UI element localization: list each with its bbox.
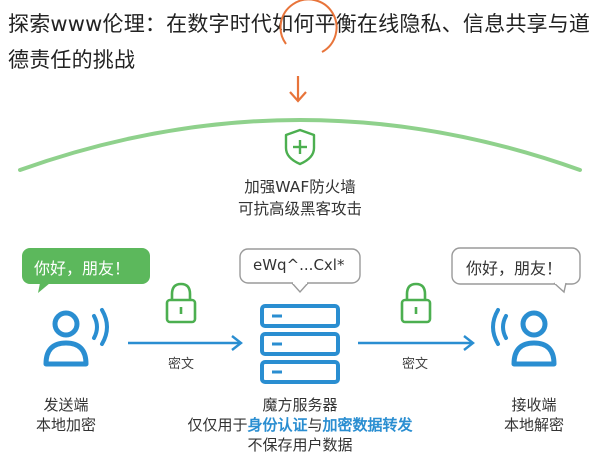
server-bubble: [239, 248, 361, 294]
sender-name: 发送端: [43, 396, 89, 414]
left-arrow: [128, 335, 243, 351]
sender-role: 本地加密: [35, 416, 96, 434]
left-arrow-label: 密文: [168, 357, 195, 372]
lock-icon: [400, 282, 432, 324]
receiver-bubble: [451, 247, 581, 294]
server-description: 仅仅用于身份认证与加密数据转发: [150, 415, 450, 435]
receiver-bubble-text: 你好，朋友！: [466, 259, 563, 278]
server-desc-mid: 与: [307, 416, 323, 434]
receiver-caption: 接收端 本地解密: [484, 395, 584, 435]
down-arrow-icon: [279, 0, 338, 103]
server-bubble-text: eWq^...Cxl*: [253, 256, 345, 274]
sender-person-icon: [43, 308, 109, 367]
receiver-person-icon: [491, 308, 557, 367]
server-desc-auth: 身份认证: [247, 416, 308, 434]
waf-caption: 加强WAF防火墙 可抗高级黑客攻击: [200, 176, 400, 220]
waf-title: 加强WAF防火墙: [244, 178, 356, 196]
right-arrow: [358, 335, 475, 351]
page-title: 探索www伦理：在数字时代如何平衡在线隐私、信息共享与道德责任的挑战: [8, 12, 591, 72]
receiver-name: 接收端: [511, 396, 557, 414]
sender-caption: 发送端 本地加密: [16, 395, 116, 435]
shield-icon: [284, 128, 316, 166]
right-arrow-label: 密文: [402, 357, 429, 372]
server-icon: [260, 304, 340, 384]
server-name: 魔方服务器: [262, 396, 338, 414]
firewall-arc: [18, 118, 582, 172]
server-desc-forward: 加密数据转发: [322, 416, 413, 434]
waf-subtitle: 可抗高级黑客攻击: [237, 200, 362, 218]
server-desc-prefix: 仅仅用于: [187, 416, 248, 434]
lock-icon: [165, 282, 197, 324]
sender-bubble: [22, 248, 150, 293]
receiver-role: 本地解密: [503, 416, 564, 434]
sender-bubble-text: 你好，朋友！: [34, 259, 131, 278]
server-caption: 魔方服务器 仅仅用于身份认证与加密数据转发 不保存用户数据: [150, 395, 450, 455]
server-no-storage: 不保存用户数据: [247, 436, 353, 454]
